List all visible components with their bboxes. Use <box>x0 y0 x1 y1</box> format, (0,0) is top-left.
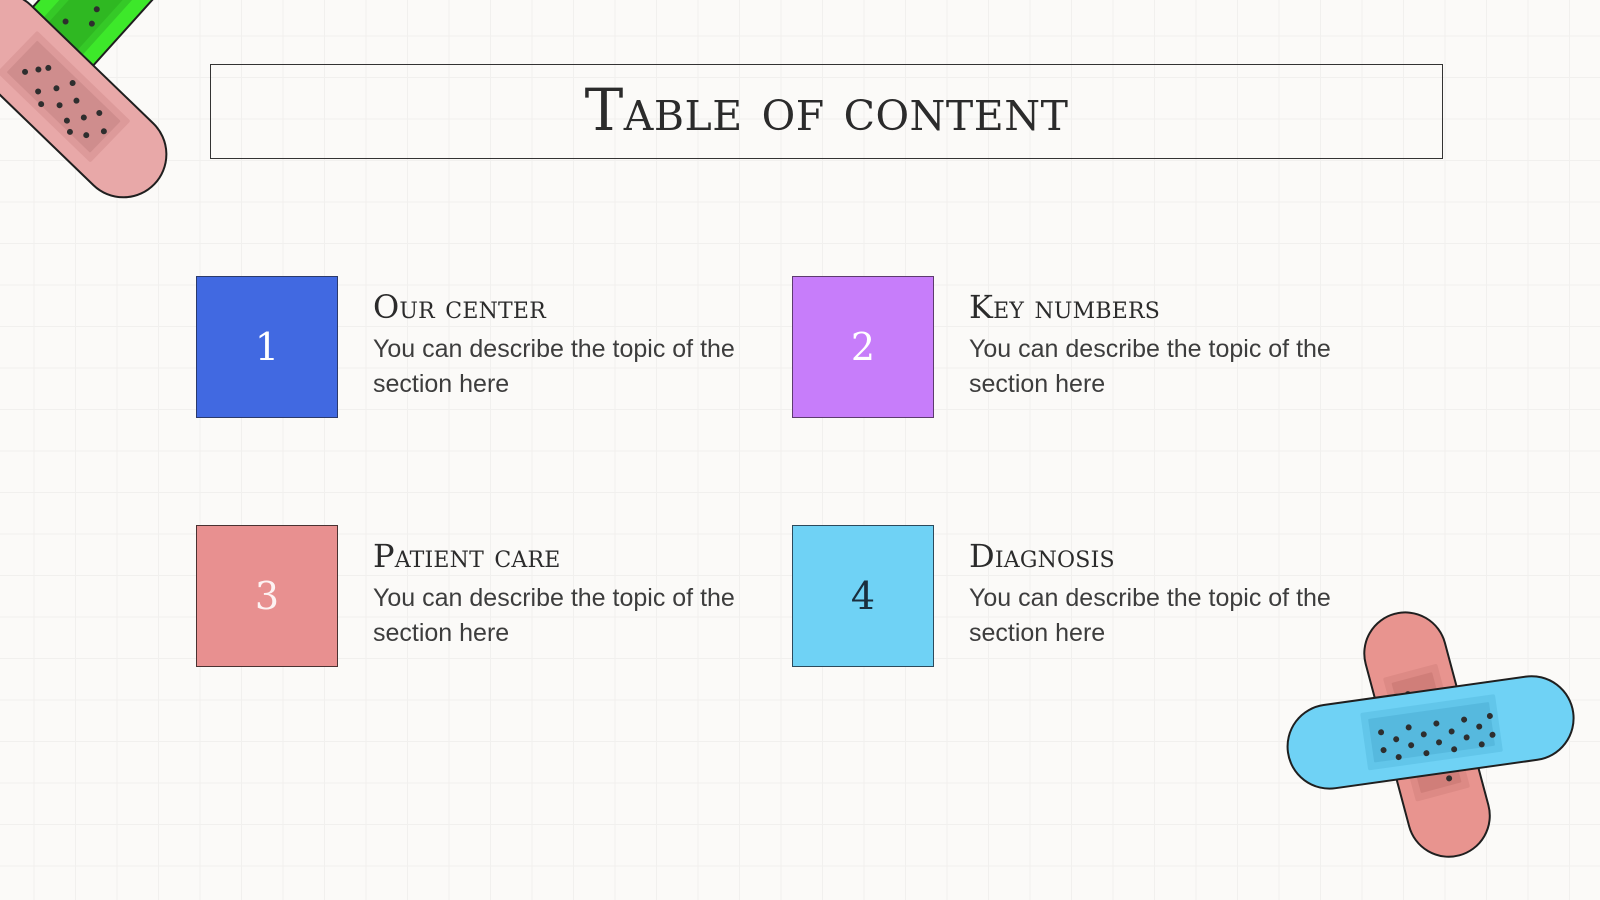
toc-item-4[interactable]: 4 Diagnosis You can describe the topic o… <box>792 525 1386 667</box>
title-frame: Table of content <box>210 64 1443 159</box>
table-of-content-grid: 1 Our center You can describe the topic … <box>196 276 1386 667</box>
toc-description-3: You can describe the topic of the sectio… <box>373 584 735 647</box>
page-title: Table of content <box>584 75 1069 144</box>
toc-text-4: Diagnosis You can describe the topic of … <box>969 525 1369 650</box>
toc-number-box-3: 3 <box>196 525 338 667</box>
toc-heading-2: Key numbers <box>969 288 1161 326</box>
toc-item-2[interactable]: 2 Key numbers You can describe the topic… <box>792 276 1386 525</box>
toc-item-3[interactable]: 3 Patient care You can describe the topi… <box>196 525 792 667</box>
toc-item-1[interactable]: 1 Our center You can describe the topic … <box>196 276 792 525</box>
toc-text-2: Key numbers You can describe the topic o… <box>969 276 1369 401</box>
toc-heading-3: Patient care <box>373 537 561 575</box>
toc-number-box-4: 4 <box>792 525 934 667</box>
toc-number-box-2: 2 <box>792 276 934 418</box>
toc-description-1: You can describe the topic of the sectio… <box>373 335 735 398</box>
toc-description-2: You can describe the topic of the sectio… <box>969 335 1331 398</box>
toc-text-3: Patient care You can describe the topic … <box>373 525 773 650</box>
toc-heading-4: Diagnosis <box>969 537 1115 575</box>
toc-text-1: Our center You can describe the topic of… <box>373 276 773 401</box>
toc-description-4: You can describe the topic of the sectio… <box>969 584 1331 647</box>
toc-heading-1: Our center <box>373 288 546 326</box>
toc-number-box-1: 1 <box>196 276 338 418</box>
